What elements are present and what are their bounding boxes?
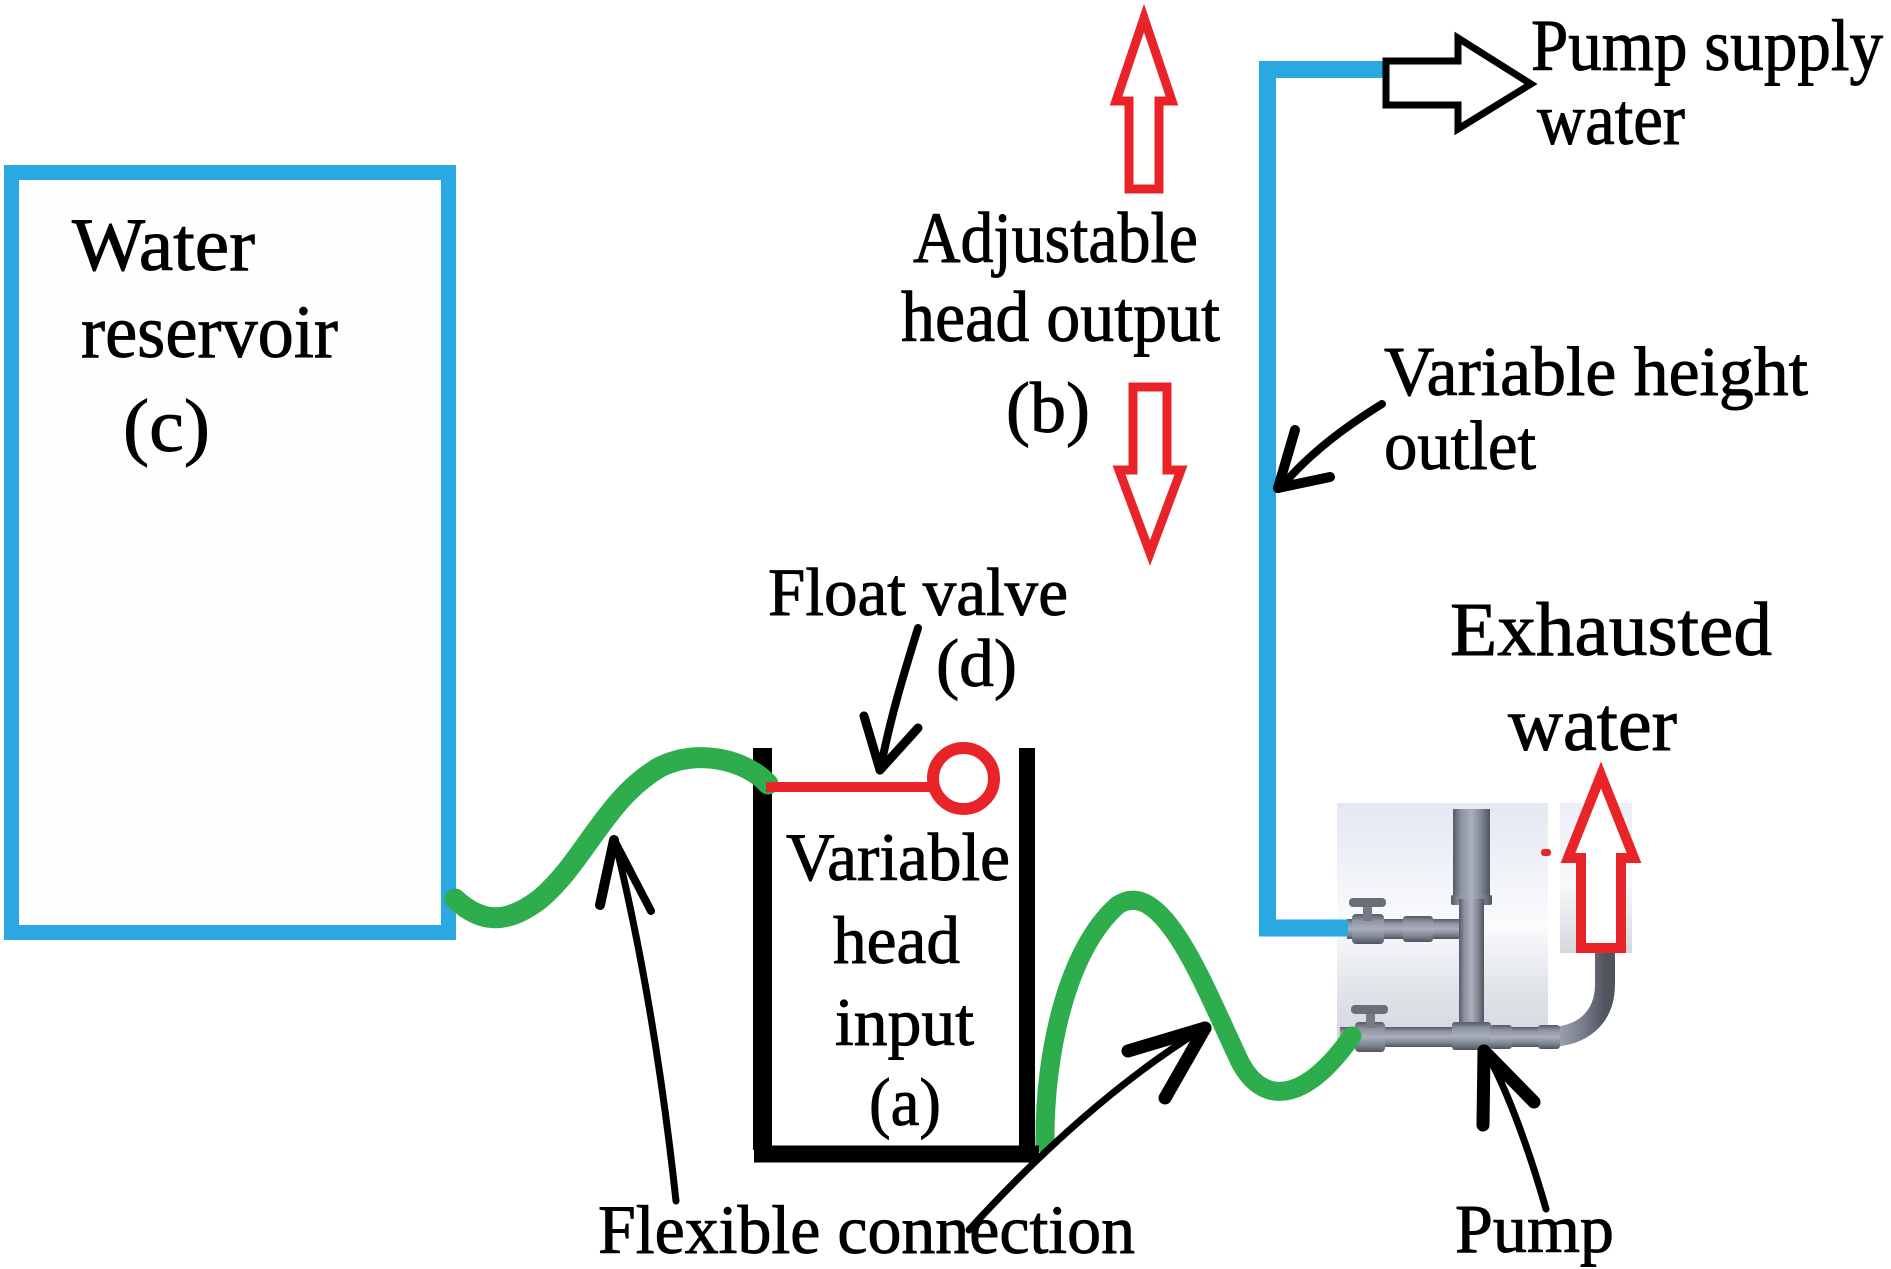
- svg-text:Flexible connection: Flexible connection: [598, 1192, 1135, 1268]
- svg-text:input: input: [835, 984, 974, 1060]
- svg-text:Variable: Variable: [786, 819, 1010, 895]
- svg-text:Adjustable: Adjustable: [913, 198, 1198, 278]
- svg-text:Pump supply: Pump supply: [1531, 5, 1883, 86]
- svg-text:Variable height: Variable height: [1384, 334, 1809, 411]
- svg-text:water: water: [1508, 683, 1677, 767]
- svg-text:reservoir: reservoir: [81, 291, 338, 374]
- svg-text:Exhausted: Exhausted: [1450, 588, 1772, 672]
- svg-text:head output: head output: [901, 277, 1220, 357]
- svg-text:(b): (b): [1006, 368, 1090, 448]
- svg-text:Float valve: Float valve: [768, 554, 1068, 630]
- svg-text:head: head: [833, 902, 960, 978]
- svg-text:(d): (d): [936, 625, 1017, 701]
- svg-text:Pump: Pump: [1455, 1191, 1614, 1267]
- svg-text:water: water: [1537, 79, 1685, 160]
- svg-text:outlet: outlet: [1384, 408, 1537, 485]
- svg-text:Water: Water: [72, 204, 255, 287]
- svg-text:(c): (c): [123, 385, 210, 468]
- svg-text:(a): (a): [869, 1064, 941, 1140]
